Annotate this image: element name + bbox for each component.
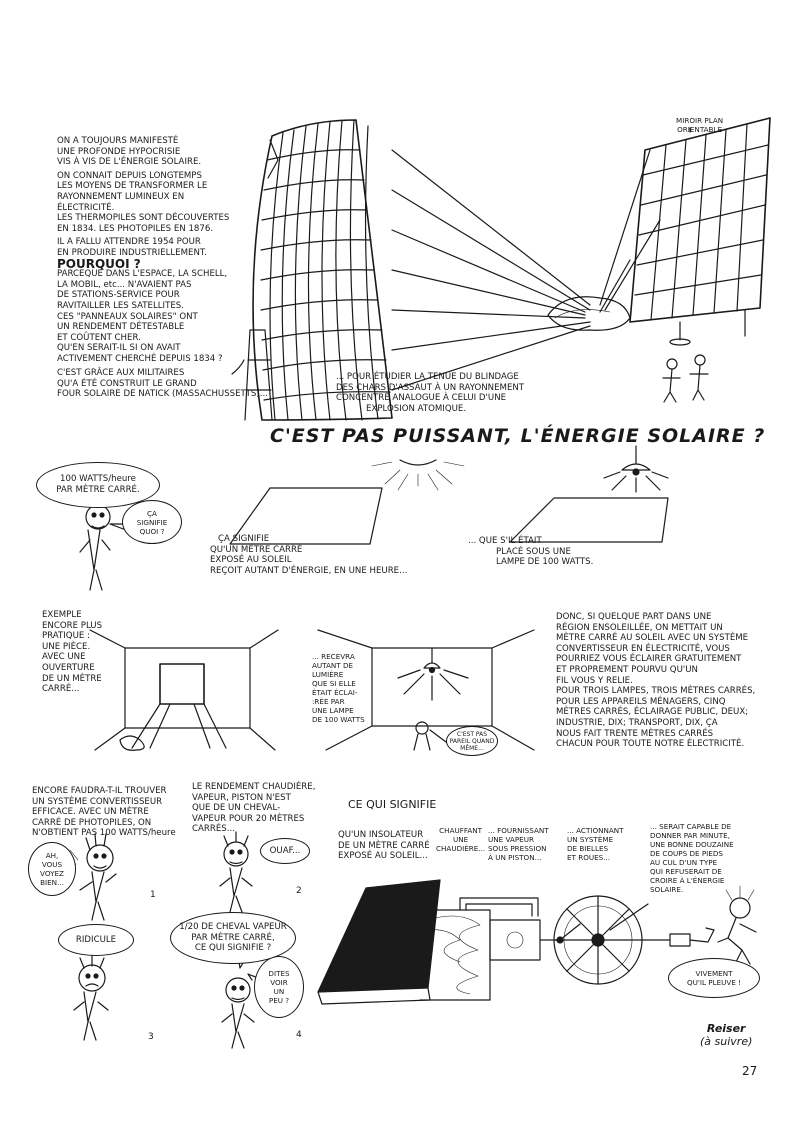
headline: C'EST PAS PUISSANT, L'ÉNERGIE SOLAIRE ? [270,425,766,447]
panel-number-3: 3 [148,1032,154,1042]
encore-text: ENCORE FAUDRA-T-IL TROUVER UN SYSTÈME CO… [32,786,176,839]
bubble-ridicule: RIDICULE [58,924,134,956]
pourquoi-heading: POURQUOI ? [57,256,141,271]
caption-metre-carre: ÇA SIGNIFIE QU'UN MÈTRE CARRÉ EXPOSÉ AU … [210,534,408,576]
panel-row3-illustration [89,629,535,751]
rendement-text: LE RENDEMENT CHAUDIÈRE, VAPEUR, PISTON N… [192,782,316,835]
chain-text-bielles: ... ACTIONNANT UN SYSTÈME DE BIELLES ET … [567,826,624,862]
recevra-text: ... RECEVRA AUTANT DE LUMIÈRE QUE SI ELL… [312,652,365,724]
panel-number-2: 2 [296,886,302,896]
donc-text: DONC, SI QUELQUE PART DANS UNE RÉGION EN… [556,612,756,750]
signature: Reiser (à suivre) [700,1022,753,1048]
military-text: C'EST GRÂCE AUX MILITAIRES QU'A ÉTÉ CONS… [57,368,268,400]
armour-text: ... POUR ÉTUDIER LA TENUE DU BLINDAGE DE… [336,372,525,414]
solar-furnace-illustration [231,117,771,421]
panel-row2-illustration [79,445,669,591]
mirror-label: MIROIR PLAN ORIENTABLE [676,116,724,134]
ce-qui-signifie: CE QUI SIGNIFIE [348,798,437,811]
machine-illustration [317,879,757,1005]
caption-lampe-100-watts: ... QUE S'IL ÉTAIT PLACÉ SOUS UNE LAMPE … [468,536,594,568]
example-text: EXEMPLE ENCORE PLUS PRATIQUE : UNE PIÈCE… [42,610,103,695]
chain-text-insolateur: QU'UN INSOLATEUR DE UN MÈTRE CARRÉ EXPOS… [338,830,430,862]
panel-number-4: 4 [296,1030,302,1040]
panel-number-1: 1 [150,890,156,900]
chain-text-vapeur: ... FOURNISSANT UNE VAPEUR SOUS PRESSION… [488,826,549,862]
panel-row4-characters [67,831,259,1049]
chain-text-coups-de-pieds: ... SERAIT CAPABLE DE DONNER PAR MINUTE,… [650,822,734,894]
bubble-ouaf: OUAF... [260,838,310,864]
chain-text-chaudiere: CHAUFFANT UNE CHAUDIÈRE... [436,826,486,853]
intro-text: ON A TOUJOURS MANIFESTÉ UNE PROFONDE HYP… [57,136,230,364]
page-number: 27 [742,1064,758,1078]
